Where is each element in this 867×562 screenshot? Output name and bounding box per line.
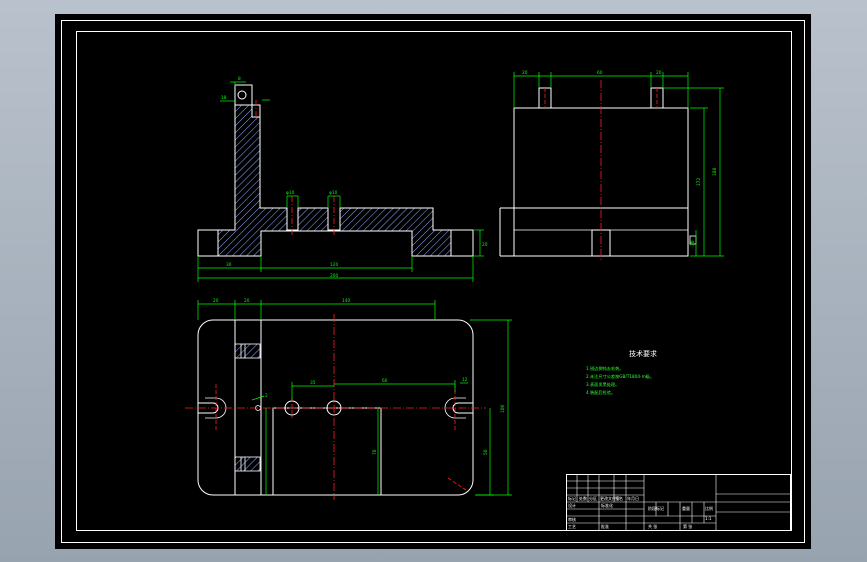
tb-cell: 更改文件号	[600, 495, 620, 501]
tb-cell: 共 张	[648, 523, 657, 529]
dim-label: 20	[244, 298, 250, 304]
inner-frame	[76, 31, 792, 531]
tb-cell: 阶段标记	[648, 505, 664, 511]
tb-cell: 审核	[568, 516, 576, 522]
tb-cell: 分区	[589, 495, 597, 501]
title-block-frame	[566, 474, 791, 531]
dim-label: 188	[712, 168, 718, 176]
tb-cell: 批准	[601, 523, 609, 529]
dim-label: 20	[656, 70, 662, 76]
hatched-pad	[234, 343, 261, 359]
dim-label: 2	[265, 393, 268, 399]
tb-cell: 重量	[682, 505, 690, 511]
side-view-dimensions: 20 60 20 172 188 30	[513, 70, 724, 257]
dim-label: 18	[221, 95, 227, 101]
hatched-pad	[234, 456, 261, 472]
note-line: 3.表面发黑处理。	[586, 381, 619, 388]
tb-cell: 签名	[615, 495, 623, 501]
dim-label: 200	[330, 273, 338, 279]
dim-label: φ10	[286, 190, 295, 196]
top-view	[185, 314, 486, 500]
dim-label: 60	[597, 70, 603, 76]
right-foot	[450, 229, 474, 257]
left-foot	[197, 229, 219, 257]
outer-border	[61, 20, 805, 543]
dim-label: 20	[482, 242, 488, 248]
dim-label: 30	[690, 240, 696, 246]
tb-cell: 第 张	[683, 523, 692, 529]
front-section-view	[197, 84, 474, 257]
dim-label: φ10	[329, 190, 338, 196]
dim-label: 172	[696, 178, 702, 186]
top-lug	[234, 84, 253, 106]
note-line: 1.锐边倒钝去毛刺。	[586, 365, 624, 372]
top-view-dimensions: 20 20 140 2 35 60 12 100 70 50	[197, 298, 512, 496]
tb-cell: 标准化	[601, 502, 613, 508]
dim-label: 140	[342, 298, 350, 304]
note-line: 2.未注尺寸公差按GB/T1804-m级。	[586, 373, 654, 380]
dim-label: 20	[522, 70, 528, 76]
tb-cell: 工艺	[568, 524, 576, 529]
front-view-dimensions: 8 18 φ10 φ10 20 30 120 200	[197, 76, 488, 282]
right-slot	[452, 402, 473, 414]
dim-label: 70	[372, 449, 378, 455]
technical-notes: 技术要求 1.锐边倒钝去毛刺。 2.未注尺寸公差按GB/T1804-m级。 3.…	[586, 349, 657, 396]
section-hatch	[217, 104, 452, 257]
tb-cell: 1:1	[705, 516, 712, 521]
tb-cell: 设计	[568, 502, 576, 508]
tb-cell: 比例	[705, 505, 713, 511]
notes-title: 技术要求	[629, 349, 657, 358]
dim-label: 100	[500, 405, 506, 413]
dim-label: 35	[310, 380, 316, 386]
tb-cell: 处数	[579, 495, 587, 501]
dim-label: 50	[483, 449, 489, 455]
note-line: 4.装配后检验。	[586, 389, 615, 396]
drawing-sheet	[55, 14, 811, 549]
dim-label: 120	[330, 262, 338, 268]
dim-label: 60	[382, 378, 388, 384]
dim-label: 20	[213, 298, 219, 304]
tb-cell: 年月日	[627, 495, 639, 501]
pin-hole	[237, 90, 247, 100]
title-block: 标记 处数 分区 更改文件号 签名 年月日 设计 标准化 阶段标记 重量 比例 …	[566, 474, 791, 531]
side-view	[499, 80, 697, 262]
tb-cell: 标记	[568, 495, 576, 501]
dim-label: 8	[238, 76, 241, 82]
centerline	[447, 477, 467, 491]
dim-label: 12	[462, 377, 468, 383]
dim-label: 30	[226, 262, 232, 268]
